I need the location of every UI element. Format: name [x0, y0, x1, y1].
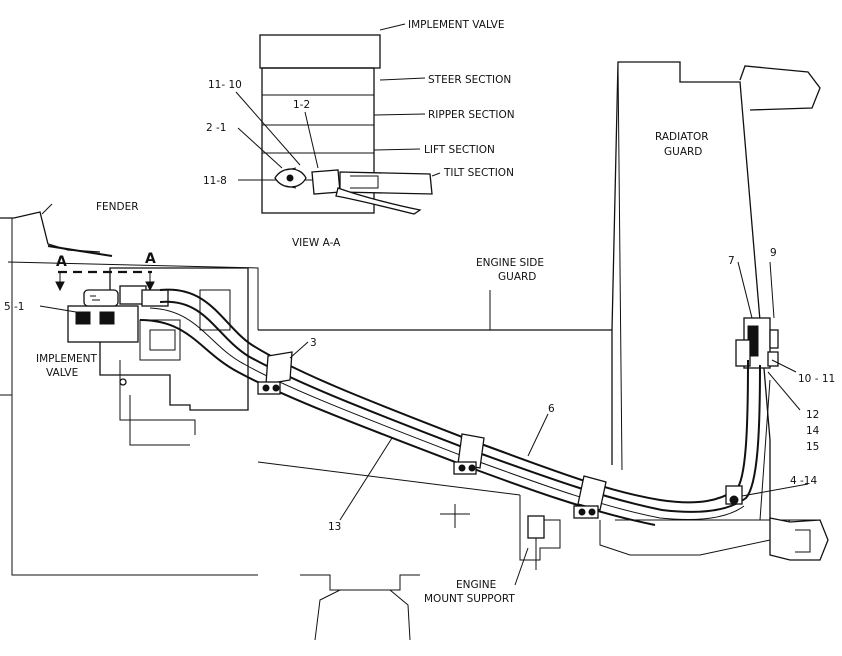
valve-fittings: [83, 285, 169, 307]
engine-side-guard: [257, 290, 613, 496]
callout-6: 6: [548, 403, 555, 415]
leader-lift-section: [373, 148, 421, 151]
engine-side-guard-label-line1: ENGINE SIDE: [476, 257, 544, 269]
engine-mount-support-label-line1: ENGINE: [456, 579, 496, 591]
clamp-3: [257, 351, 293, 395]
clamp-4-14: [725, 485, 743, 505]
section-cut-line: [55, 270, 155, 292]
implement-valve-label-line2: VALVE: [46, 367, 78, 379]
callout-2-1: 2 -1: [206, 122, 227, 134]
section-mark-right: A: [145, 251, 156, 267]
clamp-rear: [573, 475, 607, 519]
radiator-guard-label-line2: GUARD: [664, 146, 702, 158]
lower-frame: [300, 519, 791, 641]
leader-tilt-section: [431, 172, 441, 177]
leader-steer-section: [379, 77, 426, 81]
radiator-guard-label-line1: RADIATOR: [655, 131, 709, 143]
leader-fender: [41, 203, 53, 215]
callout-11-8: 11-8: [203, 175, 227, 187]
callout-7: 7: [728, 255, 735, 267]
radiator-fittings: [735, 261, 801, 411]
implement-valve-body: [67, 267, 249, 446]
leader-engine-mount-support: [514, 547, 529, 586]
callout-12: 12: [806, 409, 819, 421]
lift-section-label: LIFT SECTION: [424, 144, 495, 156]
engine-mount-support-label-line2: MOUNT SUPPORT: [424, 593, 515, 605]
main-view: FENDER A A 5 -1 IMPLEMENT VALVE ENGINE S…: [0, 61, 835, 641]
detail-fittings: [274, 167, 433, 215]
callout-15: 15: [806, 441, 819, 453]
leader-5-1: [39, 305, 77, 313]
hose-clamps: [257, 351, 743, 519]
tilt-section-label: TILT SECTION: [443, 167, 514, 179]
callout-10-11: 10 - 11: [798, 373, 835, 385]
leader-2-1: [237, 127, 283, 169]
leader-1-2: [304, 111, 319, 169]
valve-cap-outline: [259, 34, 381, 69]
leader-11-10: [235, 91, 301, 166]
leader-ripper-section: [373, 113, 426, 116]
callout-13: 13: [328, 521, 341, 533]
callout-14: 14: [806, 425, 820, 437]
leader-implement-valve: [379, 23, 406, 31]
leader-4-14: [741, 483, 809, 497]
section-mark-left: A: [56, 254, 67, 270]
callout-11-10: 11- 10: [208, 79, 242, 91]
callout-3: 3: [310, 337, 317, 349]
steer-section-label: STEER SECTION: [428, 74, 511, 86]
fender-outline: [0, 211, 259, 576]
engine-mount-support: [440, 495, 561, 586]
callout-5-1: 5 -1: [4, 301, 25, 313]
engine-side-guard-label-line2: GUARD: [498, 271, 536, 283]
callout-4-14: 4 -14: [790, 475, 817, 487]
hose-routing: [139, 288, 761, 526]
callout-9: 9: [770, 247, 777, 259]
implement-valve-label-line1: IMPLEMENT: [36, 353, 98, 365]
radiator-guard: [611, 61, 821, 521]
leader-3: [289, 341, 309, 359]
valve-body-outline: [261, 67, 375, 214]
implement-valve-title-label: IMPLEMENT VALVE: [408, 19, 504, 31]
fender-label: FENDER: [96, 201, 139, 213]
ripper-section-label: RIPPER SECTION: [428, 109, 515, 121]
view-a-a-label: VIEW A-A: [292, 237, 341, 249]
rear-component: [769, 517, 829, 561]
view-a-a-detail: IMPLEMENT VALVE STEER SECTION RIPPER SEC…: [203, 19, 515, 249]
callout-1-2: 1-2: [293, 99, 310, 111]
leader-13: [339, 437, 393, 521]
leader-6: [527, 413, 549, 457]
clamp-mid: [453, 433, 485, 475]
